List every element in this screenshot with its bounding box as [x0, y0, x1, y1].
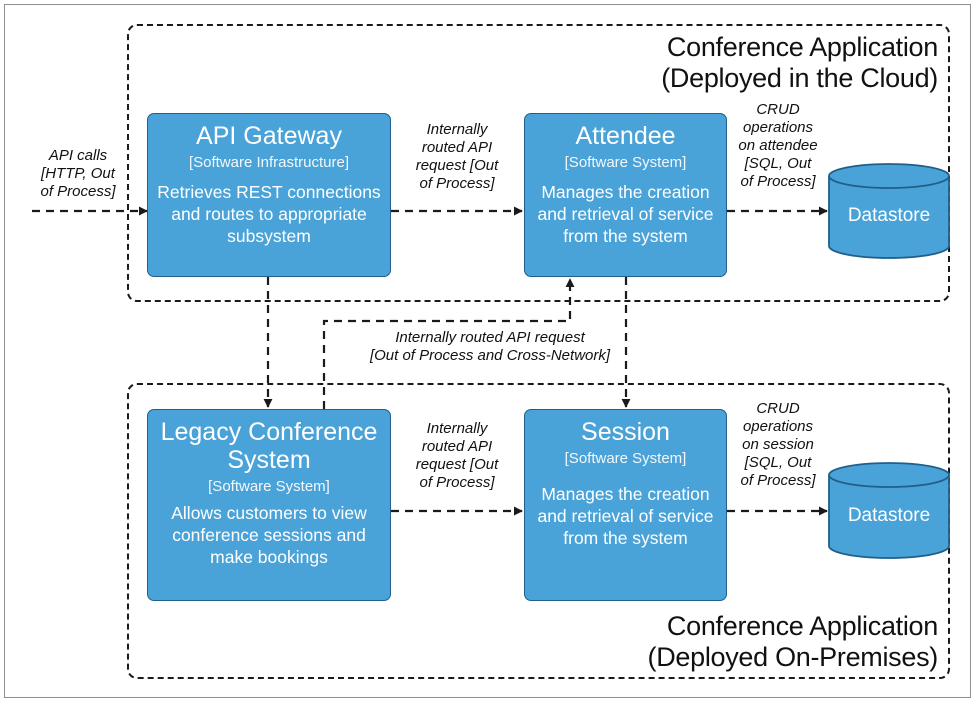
- legacy-title: Legacy Conference System: [148, 418, 390, 474]
- api-gateway-desc-line: Retrieves REST connections: [157, 182, 381, 202]
- label-line: operations: [742, 119, 814, 136]
- label-line: Internally: [426, 420, 488, 437]
- label-line: of Process]: [419, 175, 495, 192]
- session-title: Session: [581, 418, 670, 446]
- cloud-boundary-title-line2: (Deployed in the Cloud): [661, 63, 938, 93]
- label-line: Internally routed API request: [395, 329, 585, 346]
- api-gateway-desc-line: subsystem: [227, 226, 311, 246]
- attendee-desc-line: and retrieval of service: [537, 204, 714, 224]
- legacy-title-line: System: [227, 446, 311, 474]
- cloud-datastore-cylinder: [828, 163, 950, 259]
- session-description: Manages the creation and retrieval of se…: [525, 483, 726, 549]
- onprem-boundary: Conference Application (Deployed On-Prem…: [127, 383, 950, 679]
- legacy-title-line: Legacy Conference: [160, 418, 378, 446]
- onprem-boundary-title-line1: Conference Application: [666, 611, 938, 641]
- label-line: operations: [742, 418, 814, 435]
- session-to-datastore-label: CRUD operations on session [SQL, Out of …: [726, 400, 830, 490]
- session-desc-line: and retrieval of service: [537, 506, 714, 526]
- label-line: CRUD: [756, 400, 800, 417]
- legacy-to-attendee-arrow: [322, 278, 575, 409]
- api-gateway-box[interactable]: API Gateway [Software Infrastructure] Re…: [147, 113, 391, 277]
- label-line: request [Out: [415, 456, 499, 473]
- label-line: of Process]: [740, 173, 816, 190]
- legacy-conference-system-box[interactable]: Legacy Conference System [Software Syste…: [147, 409, 391, 601]
- label-line: CRUD: [756, 101, 800, 118]
- label-line: of Process]: [740, 472, 816, 489]
- session-desc-line: from the system: [563, 528, 688, 548]
- figure-frame: [4, 4, 971, 698]
- session-desc-line: Manages the creation: [541, 484, 710, 504]
- label-line: request [Out: [415, 157, 499, 174]
- attendee-box[interactable]: Attendee [Software System] Manages the c…: [524, 113, 727, 277]
- cloud-boundary: Conference Application (Deployed in the …: [127, 24, 950, 302]
- cloud-boundary-title-line1: Conference Application: [666, 32, 938, 62]
- cloud-datastore-label: Datastore: [847, 205, 931, 226]
- label-line: Internally: [426, 121, 488, 138]
- attendee-to-datastore-label: CRUD operations on attendee [SQL, Out of…: [726, 101, 830, 191]
- gateway-to-attendee-label: Internally routed API request [Out of Pr…: [402, 121, 512, 193]
- label-line: API calls: [48, 147, 108, 164]
- attendee-desc-line: Manages the creation: [541, 182, 710, 202]
- label-line: routed API: [421, 438, 493, 455]
- label-line: [SQL, Out: [744, 454, 812, 471]
- label-line: [Out of Process and Cross-Network]: [369, 347, 611, 364]
- label-line: [SQL, Out: [744, 155, 812, 172]
- api-gateway-title: API Gateway: [196, 122, 342, 150]
- label-line: on attendee: [738, 137, 818, 154]
- attendee-desc-line: from the system: [563, 226, 688, 246]
- legacy-desc-line: make bookings: [210, 547, 328, 567]
- api-gateway-desc-line: and routes to appropriate: [171, 204, 367, 224]
- session-box[interactable]: Session [Software System] Manages the cr…: [524, 409, 727, 601]
- label-line: of Process]: [419, 474, 495, 491]
- cloud-boundary-title: Conference Application (Deployed in the …: [661, 32, 938, 94]
- attendee-description: Manages the creation and retrieval of se…: [525, 181, 726, 247]
- legacy-description: Allows customers to view conference sess…: [148, 502, 390, 568]
- label-line: routed API: [421, 139, 493, 156]
- label-line: [HTTP, Out: [41, 165, 115, 182]
- api-gateway-description: Retrieves REST connections and routes to…: [148, 181, 390, 247]
- api-calls-label: API calls [HTTP, Out of Process]: [26, 147, 130, 201]
- label-line: of Process]: [40, 183, 116, 200]
- legacy-kind: [Software System]: [208, 478, 330, 495]
- onprem-datastore-cylinder: [828, 462, 950, 559]
- onprem-datastore-label: Datastore: [847, 505, 931, 526]
- onprem-boundary-title-line2: (Deployed On-Premises): [647, 642, 939, 672]
- api-gateway-kind: [Software Infrastructure]: [188, 154, 350, 171]
- legacy-desc-line: Allows customers to view: [171, 503, 367, 523]
- legacy-to-attendee-label: Internally routed API request [Out of Pr…: [350, 329, 630, 365]
- onprem-boundary-title: Conference Application (Deployed On-Prem…: [648, 611, 939, 673]
- legacy-desc-line: conference sessions and: [172, 525, 366, 545]
- legacy-to-session-label: Internally routed API request [Out of Pr…: [402, 420, 512, 492]
- session-kind: [Software System]: [564, 450, 687, 467]
- attendee-title: Attendee: [575, 122, 676, 150]
- attendee-kind: [Software System]: [564, 154, 687, 171]
- label-line: on session: [742, 436, 814, 453]
